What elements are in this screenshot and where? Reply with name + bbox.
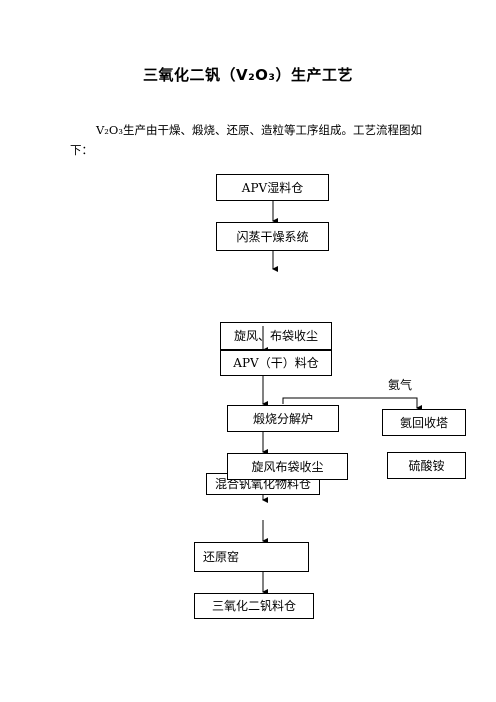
intro-paragraph-line2: 下：	[70, 143, 93, 157]
box-cyclone-bag-collector-2: 旋风布袋收尘	[227, 453, 348, 480]
box-flash-dryer: 闪蒸干燥系统	[216, 222, 329, 251]
box-v2o3-bin: 三氧化二钒料仓	[194, 593, 314, 619]
box-calciner: 煅烧分解炉	[227, 405, 339, 432]
box-apv-dry-bin: APV（干）料仓	[220, 350, 332, 376]
box-apv-wet-bin: APV湿料仓	[216, 174, 329, 201]
intro-paragraph-line1: V₂O₃生产由干燥、煅烧、还原、造粒等工序组成。工艺流程图如	[96, 123, 422, 137]
box-cyclone-bag-collector-1: 旋风、布袋收尘	[220, 322, 332, 350]
ammonia-gas-line	[282, 397, 422, 411]
document-title: 三氧化二钒（V₂O₃）生产工艺	[142, 66, 353, 84]
box-ammonia-recovery-tower: 氨回收塔	[382, 409, 466, 436]
box-ammonium-sulfate: 硫酸铵	[387, 452, 466, 479]
box-reduction-kiln: 还原窑	[194, 542, 309, 572]
label-ammonia-gas: 氨气	[388, 378, 413, 392]
